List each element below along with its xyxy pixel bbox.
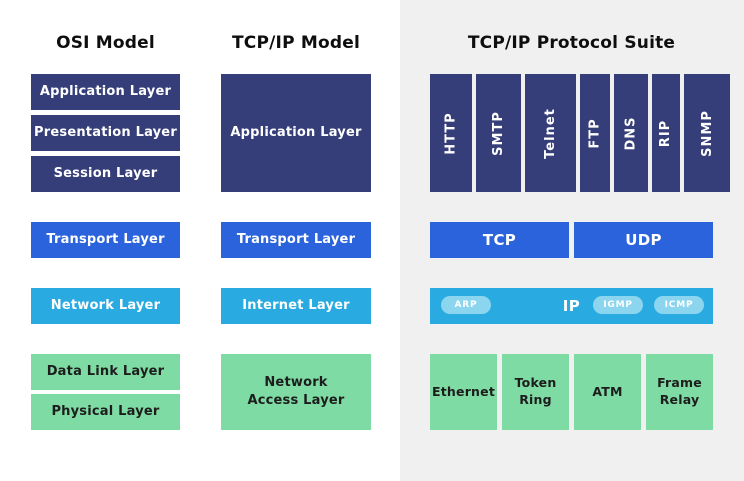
link-protocols-row: Ethernet Token Ring ATM Frame Relay [430, 354, 714, 430]
tcpip-layer-application: Application Layer [221, 74, 371, 192]
protocol-bar-snmp: SNMP [683, 74, 731, 192]
ip-label: IP [562, 297, 581, 315]
udp-box: UDP [574, 222, 713, 258]
protocol-bar-rip: RIP [652, 74, 680, 192]
tcpip-model-title: TCP/IP Model [232, 33, 360, 53]
tcpip-layer-transport: Transport Layer [221, 222, 371, 258]
protocol-bar-rip-label: RIP [658, 119, 674, 147]
osi-layer-application: Application Layer [31, 74, 180, 110]
protocol-bar-ftp-label: FTP [587, 117, 603, 149]
osi-layer-data-link: Data Link Layer [31, 354, 180, 390]
osi-layer-transport: Transport Layer [31, 222, 180, 258]
token-ring-box: Token Ring [502, 354, 570, 430]
application-protocol-bars: HTTP SMTP Telnet FTP DNS RIP SNMP [430, 74, 731, 192]
protocol-bar-smtp-label: SMTP [491, 110, 507, 156]
tcpip-protocol-suite-title: TCP/IP Protocol Suite [467, 33, 676, 53]
atm-box: ATM [574, 354, 642, 430]
osi-layer-session: Session Layer [31, 156, 180, 192]
tcpip-layer-network-access: Network Access Layer [221, 354, 371, 430]
icmp-pill: ICMP [654, 296, 704, 314]
protocol-bar-smtp: SMTP [476, 74, 522, 192]
protocol-bar-snmp-label: SNMP [699, 109, 715, 157]
protocol-bar-dns: DNS [614, 74, 649, 192]
arp-pill: ARP [441, 296, 491, 314]
tcp-box: TCP [430, 222, 569, 258]
protocol-bar-ftp: FTP [579, 74, 611, 192]
ip-row: IP ARP IGMP ICMP [430, 288, 713, 324]
transport-protocols-row: TCP UDP [430, 222, 713, 258]
protocol-bar-http-label: HTTP [443, 111, 459, 155]
igmp-pill: IGMP [593, 296, 643, 314]
osi-layer-network: Network Layer [31, 288, 180, 324]
osi-layer-physical: Physical Layer [31, 394, 180, 430]
tcpip-layer-internet: Internet Layer [221, 288, 371, 324]
ethernet-box: Ethernet [430, 354, 498, 430]
osi-model-title: OSI Model [56, 33, 155, 53]
frame-relay-box: Frame Relay [646, 354, 714, 430]
protocol-bar-dns-label: DNS [623, 115, 639, 151]
protocol-bar-telnet-label: Telnet [543, 107, 559, 159]
osi-layer-presentation: Presentation Layer [31, 115, 180, 151]
protocol-bar-telnet: Telnet [525, 74, 576, 192]
protocol-bar-http: HTTP [430, 74, 473, 192]
